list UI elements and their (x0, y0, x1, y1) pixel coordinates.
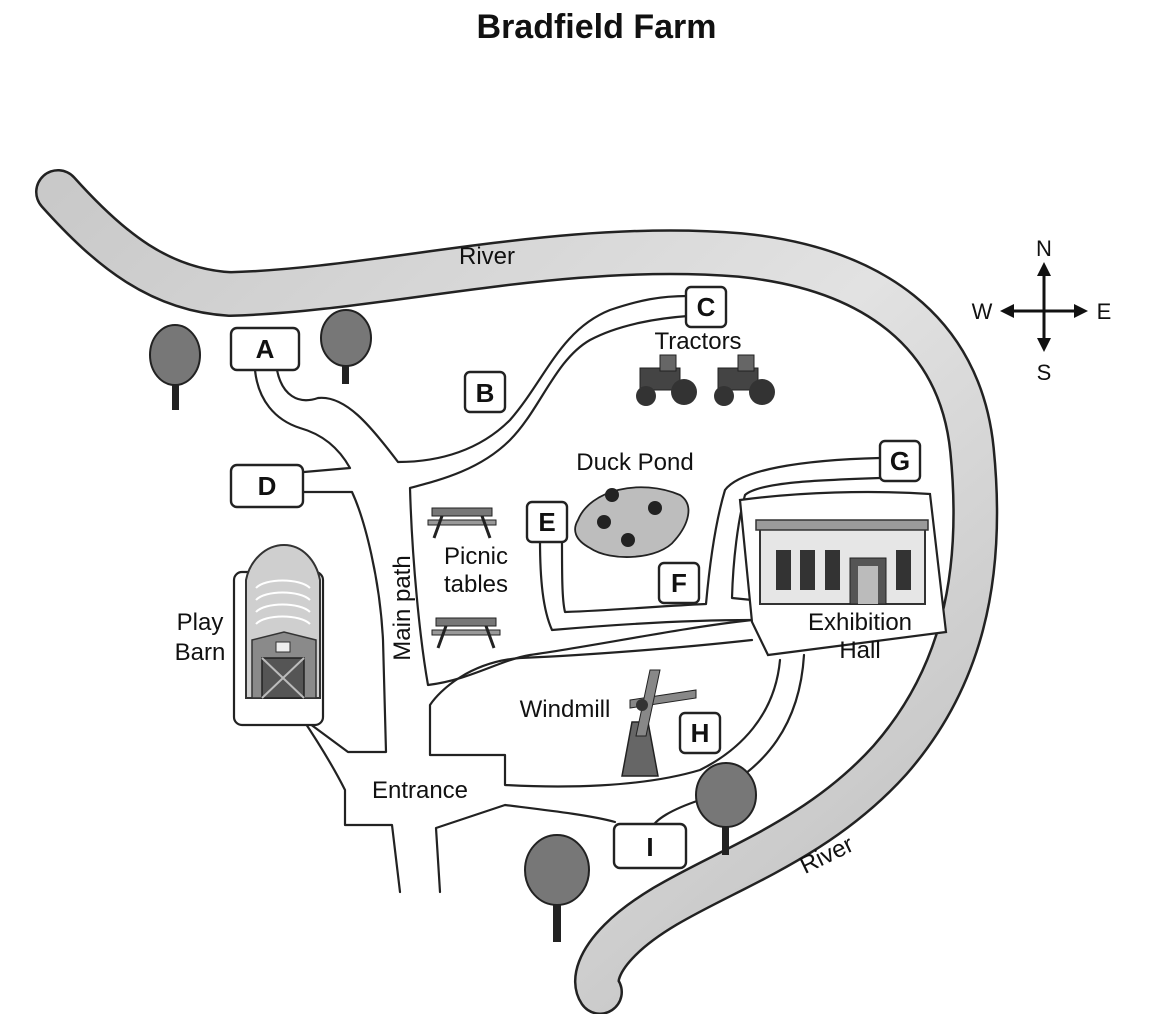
windmill-icon (621, 669, 697, 777)
key-box-e: E (525, 500, 569, 544)
label-exhibition-2: Hall (839, 637, 880, 664)
exhibition-hall (738, 490, 948, 657)
label-picnic-1: Picnic (444, 543, 508, 570)
key-box-h: H (678, 711, 722, 755)
label-river-north: River (459, 243, 515, 270)
map-title: Bradfield Farm (476, 8, 717, 46)
tractor-icon (636, 354, 697, 406)
picnic-table-icon (427, 507, 497, 539)
label-windmill: Windmill (520, 696, 611, 723)
river (35, 169, 999, 1014)
label-exhibition-1: Exhibition (808, 609, 912, 636)
compass-west: W (972, 299, 993, 324)
svg-text:I: I (646, 832, 653, 862)
compass-north: N (1036, 236, 1052, 261)
svg-text:D: D (258, 471, 277, 501)
label-main-path: Main path (389, 555, 416, 660)
label-entrance: Entrance (372, 777, 468, 804)
key-box-b: B (463, 370, 507, 414)
key-box-a: A (229, 326, 301, 372)
svg-text:E: E (538, 507, 555, 537)
label-play-1: Play (177, 609, 224, 636)
compass-south: S (1037, 360, 1052, 385)
picnic-table-icon (431, 617, 501, 649)
svg-text:G: G (890, 446, 910, 476)
tree-icon (149, 324, 201, 410)
tractor-icon (714, 354, 775, 406)
key-box-g: G (878, 439, 922, 483)
label-play-2: Barn (175, 639, 226, 666)
label-duck-pond: Duck Pond (576, 449, 693, 476)
tree-icon (320, 309, 372, 384)
key-box-f: F (657, 561, 701, 605)
key-box-i: I (612, 822, 688, 870)
key-box-d: D (229, 463, 305, 509)
label-tractors: Tractors (654, 328, 741, 355)
svg-text:B: B (476, 378, 495, 408)
play-barn (232, 543, 325, 727)
tree-icon (524, 834, 590, 942)
key-box-c: C (684, 285, 728, 329)
svg-text:C: C (697, 292, 716, 322)
svg-text:A: A (256, 334, 275, 364)
label-picnic-2: tables (444, 571, 508, 598)
tree-icon (695, 762, 757, 855)
svg-text:H: H (691, 718, 710, 748)
duck-pond-icon (574, 486, 690, 558)
svg-text:F: F (671, 568, 687, 598)
compass-icon: N S E W (972, 236, 1112, 385)
compass-east: E (1097, 299, 1112, 324)
